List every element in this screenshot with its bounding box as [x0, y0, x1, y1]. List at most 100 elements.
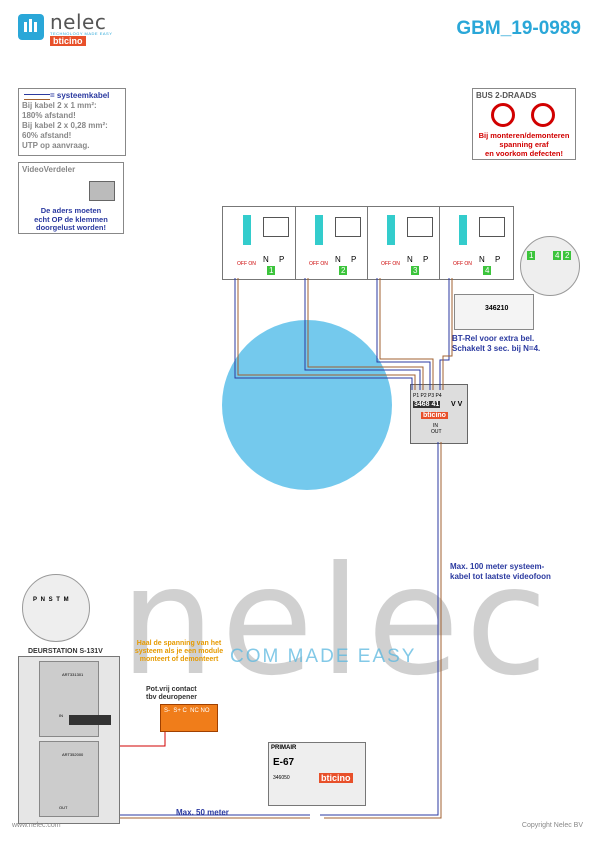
- monitor-id: 4: [483, 266, 492, 275]
- monitor-terminal-icon: [243, 215, 251, 245]
- monitor-off-label: OFF ON: [381, 261, 400, 267]
- primair-label: PRIMAIR: [271, 745, 297, 751]
- legend-cable-icon: [24, 94, 50, 100]
- contact-title-line: Pot.vrij contact: [146, 686, 197, 693]
- max50-label: Max. 50 meter: [176, 808, 229, 817]
- watermark-circle: [222, 320, 392, 490]
- monitor-n-label: N: [407, 255, 413, 264]
- legend-line: UTP op aanvraag.: [22, 141, 90, 150]
- power-name: E-67: [273, 757, 295, 768]
- videoverdeler-note-line: De aders moeten: [40, 206, 102, 215]
- monitor-screen: [263, 217, 289, 237]
- contact-terminals: S- S+ C NC NO: [164, 708, 210, 714]
- warning-title: BUS 2-DRAADS: [476, 91, 537, 100]
- zoom-label: N: [40, 597, 45, 603]
- zoom-label: P: [33, 597, 37, 603]
- relay-zoom-label: 2: [563, 251, 572, 260]
- module-code: ART352000: [62, 752, 84, 757]
- power-code: 346050: [273, 775, 290, 781]
- warning-text: Bij monteren/demonteren spanning eraf en…: [473, 131, 575, 158]
- relay-note: BT-Rel voor extra bel. Schakelt 3 sec. b…: [452, 334, 540, 354]
- monitor-n-label: N: [479, 255, 485, 264]
- power-brand: bticino: [319, 773, 353, 783]
- videoverdeler-note-line: doorgelust worden!: [36, 223, 106, 232]
- videoverdeler-title: VideoVerdeler: [22, 165, 76, 174]
- cable-note-line: Max. 100 meter systeem-: [450, 562, 545, 571]
- terminal-block: [69, 715, 111, 725]
- relay-note-line: Schakelt 3 sec. bij N=4.: [452, 344, 541, 353]
- power-supply: PRIMAIR E-67 346050 bticino: [268, 742, 366, 806]
- doorstation-warning: Haal de spanning van het systeem als je …: [118, 640, 240, 664]
- port-label: P4: [435, 393, 442, 399]
- monitor-terminal-icon: [315, 215, 323, 245]
- legend-line: 180% afstand!: [22, 111, 76, 120]
- monitor-off-label: OFF ON: [309, 261, 328, 267]
- doorstation-zoom-labels: P N S T M: [33, 597, 69, 603]
- legend-title: = systeemkabel: [50, 91, 110, 100]
- zoom-label: M: [63, 597, 69, 603]
- port-label: P1: [413, 393, 420, 399]
- relay-zoom: 1 4 2: [520, 236, 580, 296]
- port-label: P2: [420, 393, 427, 399]
- monitor-screen: [407, 217, 433, 237]
- watermark-text: nelec: [120, 535, 554, 709]
- doorstation-in: IN: [59, 713, 63, 718]
- videoverdeler-box: VideoVerdeler De aders moeten echt OP de…: [18, 162, 124, 234]
- cable-note: Max. 100 meter systeem- kabel tot laatst…: [450, 562, 551, 582]
- monitor-id: 2: [339, 266, 348, 275]
- monitor-id: 1: [267, 266, 276, 275]
- distributor-brand: bticino: [421, 412, 448, 419]
- monitor: N P OFF ON 1: [223, 207, 296, 279]
- doorstation-warning-line: monteert of demonteert: [139, 656, 219, 663]
- monitor-p-label: P: [351, 255, 357, 264]
- watermark-tagline: COM MADE EASY: [230, 646, 417, 667]
- monitor-id: 3: [411, 266, 420, 275]
- module-code: ART331301: [62, 672, 84, 677]
- doorstation-module: ART352000: [39, 741, 99, 817]
- monitor-off-label: OFF ON: [453, 261, 472, 267]
- distributor-vv: V V: [451, 401, 463, 408]
- footer-right: Copyright Nelec BV: [521, 822, 583, 829]
- monitor: N P OFF ON 2: [295, 207, 368, 279]
- zoom-label: S: [48, 597, 53, 603]
- relay-note-line: BT-Rel voor extra bel.: [452, 334, 535, 343]
- no-power-icon: [491, 103, 515, 127]
- relay-zoom-label: 4: [553, 251, 562, 260]
- videoverdeler-note: De aders moeten echt OP de klemmen doorg…: [19, 206, 123, 233]
- monitor-n-label: N: [335, 255, 341, 264]
- contact-block: S- S+ C NC NO: [160, 704, 218, 732]
- brand-tagline: TECHNOLOGY MADE EASY: [50, 31, 113, 36]
- warning-box: BUS 2-DRAADS Bij monteren/demonteren spa…: [472, 88, 576, 160]
- warning-line: spanning eraf: [499, 140, 549, 149]
- no-electricity-icon: [531, 103, 555, 127]
- distributor-in: IN: [433, 423, 438, 429]
- monitor-terminal-icon: [387, 215, 395, 245]
- warning-line: Bij monteren/demonteren: [478, 131, 570, 140]
- legend-line: Bij kabel 2 x 1 mm²:: [22, 101, 97, 110]
- monitor: N P OFF ON 3: [367, 207, 440, 279]
- relay-module: 346210: [454, 294, 534, 330]
- doorstation-out: OUT: [59, 805, 68, 810]
- relay-zoom-label: 1: [527, 251, 536, 260]
- relay-code: 346210: [485, 305, 509, 312]
- monitor-off-label: OFF ON: [237, 261, 256, 267]
- footer-left: www.nelec.com: [12, 822, 61, 829]
- cable-note-line: kabel tot laatste videofoon: [450, 572, 551, 581]
- doorstation-module: ART331301: [39, 661, 99, 737]
- legend-line: 60% afstand!: [22, 131, 72, 140]
- monitor: N P OFF ON 4: [439, 207, 513, 279]
- doorstation-warning-line: systeem als je een module: [134, 648, 224, 655]
- port-label: P3: [428, 393, 435, 399]
- distributor-ports: P1 P2 P3 P4: [413, 393, 442, 399]
- monitor-p-label: P: [423, 255, 429, 264]
- monitor-p-label: P: [279, 255, 285, 264]
- zoom-label: T: [56, 597, 60, 603]
- document-code: GBM_19-0989: [456, 18, 581, 39]
- doorstation-warning-line: Haal de spanning van het: [136, 640, 222, 647]
- contact-title-line: tbv deuropener: [146, 694, 197, 701]
- doorstation-unit: ART331301 ART352000 IN OUT: [18, 656, 120, 824]
- videoverdeler-terminal-icon: [89, 181, 115, 201]
- doorstation-zoom: P N S T M: [22, 574, 90, 642]
- monitor-row: N P OFF ON 1 N P OFF ON 2 N P OFF ON 3 N…: [222, 206, 514, 280]
